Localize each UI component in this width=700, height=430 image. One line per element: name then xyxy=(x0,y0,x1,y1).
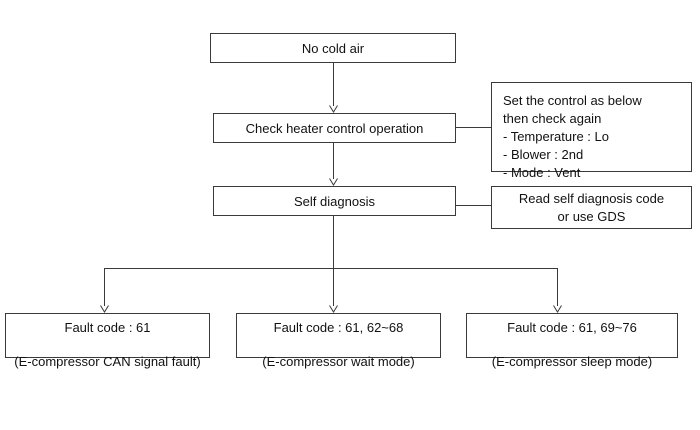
node-self-diagnosis: Self diagnosis xyxy=(213,186,456,216)
arrowhead-check-heater xyxy=(329,105,338,113)
arrowhead-outcome-middle xyxy=(329,305,338,313)
note-control-setting: Set the control as below then check agai… xyxy=(491,82,692,180)
node-outcome-sleep-mode: Fault code : 61, 69~76 (E-compressor sle… xyxy=(466,313,678,369)
connector-check-to-selfdiag xyxy=(333,143,334,179)
outcome-left-text: Fault code : 61 (E-compressor CAN signal… xyxy=(6,302,209,370)
outcome-left-description: (E-compressor CAN signal fault) xyxy=(14,353,201,369)
connector-branch-left xyxy=(104,268,105,306)
node-no-cold-air-label: No cold air xyxy=(301,40,365,56)
outcome-middle-code: Fault code : 61, 62~68 xyxy=(273,319,404,335)
note-control-setting-text: Set the control as below then check agai… xyxy=(503,93,642,180)
node-self-diagnosis-label: Self diagnosis xyxy=(294,193,375,209)
outcome-right-text: Fault code : 61, 69~76 (E-compressor sle… xyxy=(467,302,677,370)
outcome-middle-text: Fault code : 61, 62~68 (E-compressor wai… xyxy=(237,302,440,370)
outcome-middle-description: (E-compressor wait mode) xyxy=(262,353,415,369)
node-check-heater-control-operation: Check heater control operation xyxy=(213,113,456,143)
node-check-heater-label: Check heater control operation xyxy=(245,120,424,136)
connector-selfdiag-to-note xyxy=(456,205,491,206)
connector-branch-right xyxy=(557,268,558,306)
outcome-left-code: Fault code : 61 xyxy=(64,319,151,335)
node-outcome-wait-mode: Fault code : 61, 62~68 (E-compressor wai… xyxy=(236,313,441,369)
note-read-diagnosis-code: Read self diagnosis code or use GDS xyxy=(491,186,692,229)
connector-branch-bus xyxy=(104,268,558,269)
node-outcome-can-signal-fault: Fault code : 61 (E-compressor CAN signal… xyxy=(5,313,210,369)
connector-check-to-note xyxy=(456,127,491,128)
node-no-cold-air: No cold air xyxy=(210,33,456,63)
arrowhead-self-diagnosis xyxy=(329,178,338,186)
outcome-right-description: (E-compressor sleep mode) xyxy=(491,353,653,369)
arrowhead-outcome-left xyxy=(100,305,109,313)
arrowhead-outcome-right xyxy=(553,305,562,313)
note-read-diagnosis-code-text: Read self diagnosis code or use GDS xyxy=(518,190,665,224)
connector-branch-middle xyxy=(333,268,334,306)
connector-start-to-check xyxy=(333,63,334,106)
outcome-right-code: Fault code : 61, 69~76 xyxy=(507,319,637,335)
connector-selfdiag-trunk xyxy=(333,216,334,268)
